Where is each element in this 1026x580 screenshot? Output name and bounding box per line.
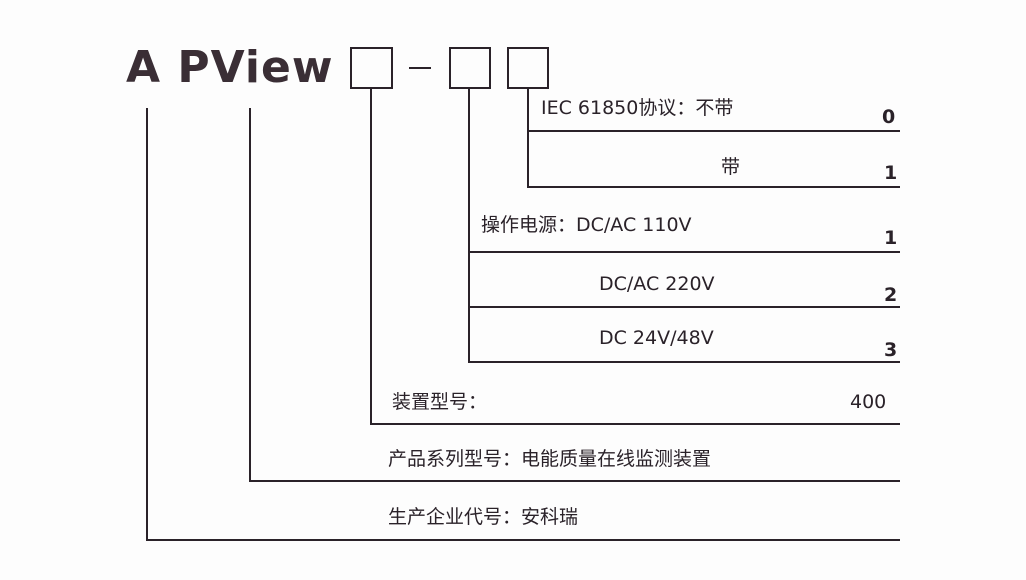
power-code-220: 2 bbox=[884, 284, 898, 306]
series-leader-line bbox=[249, 108, 900, 482]
power-option-220: DC/AC 220V bbox=[599, 273, 715, 295]
iec-leader-line bbox=[527, 88, 900, 188]
iec-code-without: 0 bbox=[882, 106, 896, 128]
iec-code-with: 1 bbox=[884, 162, 898, 184]
device-model-label: 装置型号： bbox=[392, 391, 488, 413]
power-code-110: 1 bbox=[884, 227, 898, 249]
manufacturer-leader-line bbox=[146, 108, 900, 541]
power-leader-line bbox=[468, 88, 900, 363]
iec-protocol-label: IEC 61850协议：不带 bbox=[541, 97, 734, 119]
power-code-24-48: 3 bbox=[884, 339, 898, 361]
model-leader-line bbox=[370, 88, 900, 425]
code-box-model bbox=[350, 47, 393, 89]
product-series-label: 产品系列型号：电能质量在线监测装置 bbox=[388, 448, 712, 470]
power-supply-label: 操作电源：DC/AC 110V bbox=[481, 214, 692, 236]
manufacturer-label: 生产企业代号：安科瑞 bbox=[388, 506, 579, 528]
model-prefix-title: A PView bbox=[126, 42, 334, 93]
iec-with-label: 带 bbox=[721, 156, 741, 178]
code-box-iec bbox=[507, 47, 549, 89]
code-box-power bbox=[449, 47, 491, 89]
device-model-value: 400 bbox=[850, 391, 887, 413]
power-option-24-48: DC 24V/48V bbox=[599, 327, 714, 349]
